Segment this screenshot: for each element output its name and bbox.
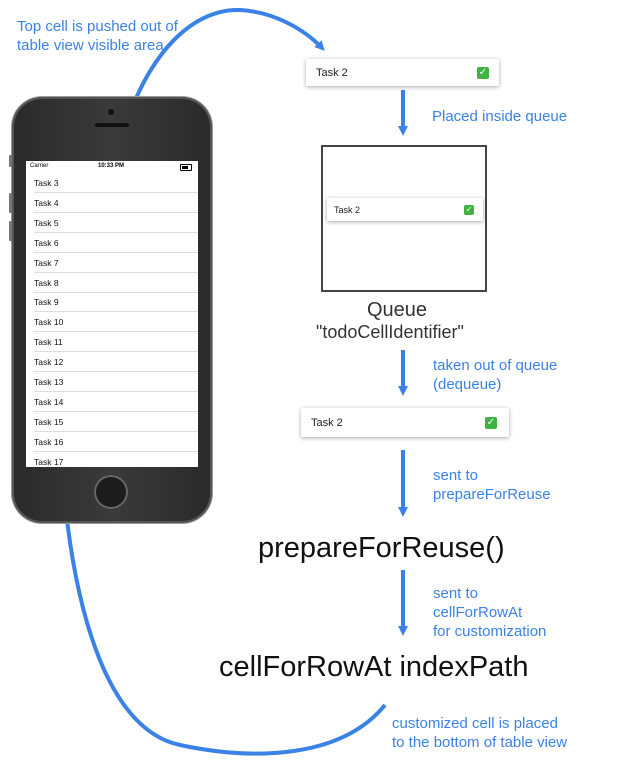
table-row-label: Task 9 xyxy=(34,297,59,308)
dequeue-line1: taken out of queue xyxy=(433,357,558,374)
queued-cell-label: Task 2 xyxy=(334,204,361,215)
top-cell: Task 2 ✓ xyxy=(306,59,499,86)
table-row[interactable]: Task 12 xyxy=(26,352,198,373)
camera-icon xyxy=(108,109,114,115)
phone-screen: Carrier 10:33 PM Task 3 Task 4 Task 5 Task … xyxy=(26,161,198,467)
queued-cell: Task 2 ✓ xyxy=(327,198,483,221)
status-time: 10:33 PM xyxy=(98,163,125,169)
table-row[interactable]: Task 14 xyxy=(26,392,198,412)
carrier-label: Carrier xyxy=(30,163,49,169)
table-row-label: Task 13 xyxy=(34,377,64,387)
top-pushed-text: Top cell is pushed out of table view vis… xyxy=(17,18,178,54)
top-pushed-note: Top cell is pushed out of table view vis… xyxy=(17,17,207,55)
table-row[interactable]: Task 7 xyxy=(26,253,198,273)
home-button[interactable] xyxy=(94,475,128,509)
table-row-label: Task 5 xyxy=(34,217,59,228)
checkmark-icon: ✓ xyxy=(477,66,489,79)
table-row[interactable]: Task 3 xyxy=(26,173,198,193)
customized-line1: customized cell is placed xyxy=(392,715,558,732)
table-row[interactable]: Task 11 xyxy=(26,332,198,353)
prepare-for-reuse-title: prepareForReuse() xyxy=(258,532,505,564)
dequeue-line2: (dequeue) xyxy=(433,376,502,393)
prepare-line1: sent to xyxy=(433,467,479,484)
queue-box xyxy=(321,145,487,292)
cellforrow-line3: for customization xyxy=(433,623,547,640)
table-row[interactable]: Task 15 xyxy=(26,412,198,432)
pushed-out-arrow xyxy=(116,7,325,154)
table-row-label: Task 16 xyxy=(34,436,64,447)
checkmark-icon: ✓ xyxy=(485,416,497,429)
volume-down-button xyxy=(9,221,12,241)
top-cell-label: Task 2 xyxy=(316,66,348,79)
dequeued-cell: Task 2 ✓ xyxy=(301,408,509,437)
table-row-label: Task 15 xyxy=(34,416,64,427)
table-row[interactable]: Task 5 xyxy=(26,213,198,233)
table-row-label: Task 17 xyxy=(34,456,64,467)
mute-switch xyxy=(9,155,12,167)
speaker-icon xyxy=(95,123,129,127)
dequeue-note: taken out of queue (dequeue) xyxy=(433,356,557,394)
customized-line2: to the bottom of table view xyxy=(392,734,568,751)
status-bar: Carrier 10:33 PM xyxy=(26,161,198,173)
customized-note: customized cell is placed to the bottom … xyxy=(392,714,567,752)
cellforrow-line2: cellForRowAt xyxy=(433,604,523,621)
table-row[interactable]: Task 9 xyxy=(26,292,198,313)
cellforrow-line1: sent to xyxy=(433,585,479,602)
table-row-label: Task 7 xyxy=(34,257,59,268)
table-row-label: Task 6 xyxy=(34,237,59,248)
table-row-label: Task 12 xyxy=(34,357,64,368)
prepare-line2: prepareForReuse xyxy=(433,486,551,503)
table-row-label: Task 8 xyxy=(34,277,59,288)
table-row-label: Task 14 xyxy=(34,396,64,407)
table-row[interactable]: Task 6 xyxy=(26,233,198,253)
table-row[interactable]: Task 10 xyxy=(26,312,198,333)
table-row-label: Task 3 xyxy=(34,178,59,188)
cellforrow-note: sent to cellForRowAt for customization xyxy=(433,584,546,641)
prepare-note: sent to prepareForReuse xyxy=(433,466,551,504)
checkmark-icon: ✓ xyxy=(464,204,474,215)
battery-icon xyxy=(180,164,192,171)
cell-for-row-title: cellForRowAt indexPath xyxy=(219,651,529,683)
table-row[interactable]: Task 4 xyxy=(26,193,198,213)
volume-up-button xyxy=(9,193,12,213)
placed-inside-note: Placed inside queue xyxy=(432,108,568,125)
table-row-label: Task 4 xyxy=(34,197,59,208)
table-row[interactable]: Task 17 xyxy=(26,452,198,467)
table-row-label: Task 10 xyxy=(34,317,64,328)
table-row[interactable]: Task 13 xyxy=(26,372,198,392)
return-arrow xyxy=(58,478,387,756)
table-row[interactable]: Task 16 xyxy=(26,432,198,452)
dequeued-cell-label: Task 2 xyxy=(311,416,343,429)
queue-title: Queue xyxy=(367,299,428,321)
queue-identifier: "todoCellIdentifier" xyxy=(316,322,464,342)
table-row-label: Task 11 xyxy=(34,337,63,348)
table-row[interactable]: Task 8 xyxy=(26,273,198,293)
